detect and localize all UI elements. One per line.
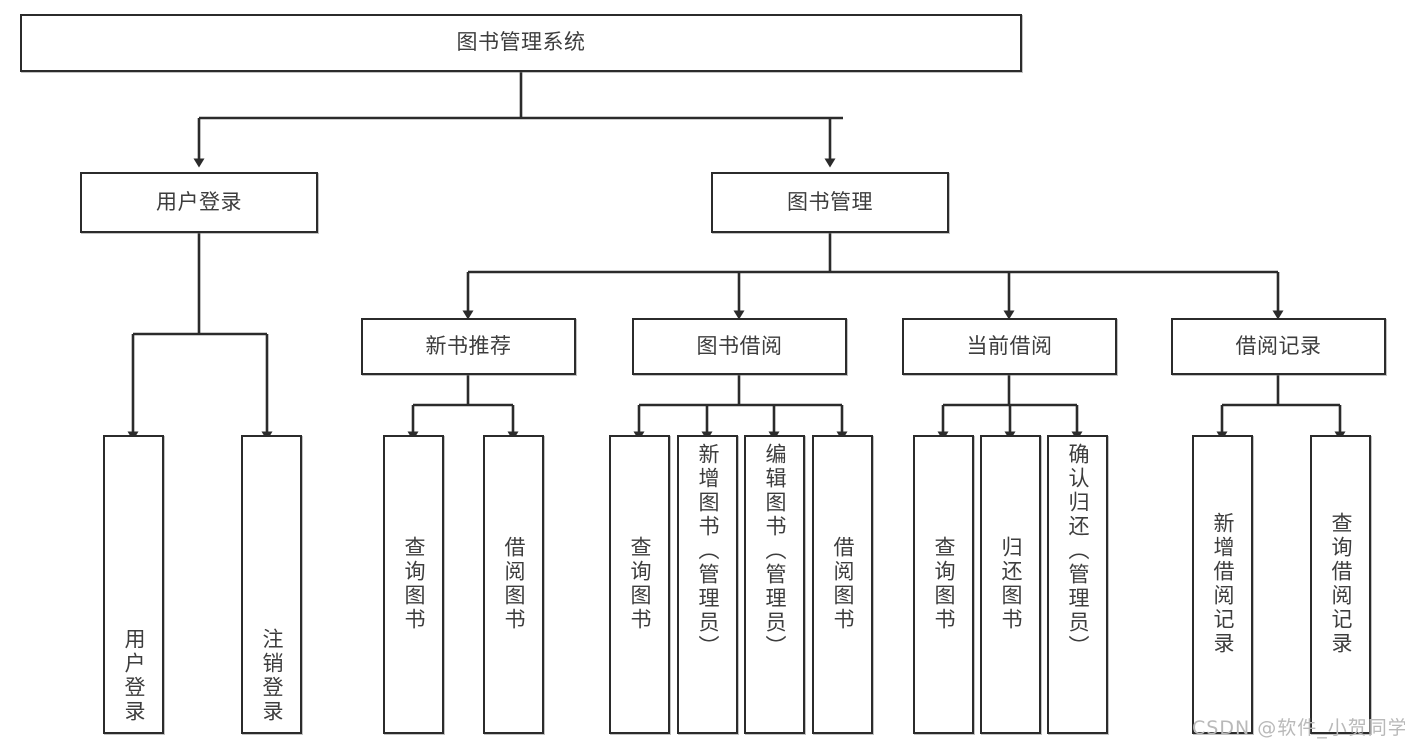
leaf-new-book-borrow-books[interactable]: 借阅图书 (483, 435, 544, 734)
leaf-borrow-record-add-record[interactable]: 新增借阅记录 (1192, 435, 1253, 734)
leaf-current-borrow-query-books[interactable]: 查询图书 (913, 435, 974, 734)
leaf-book-borrow-borrow-books[interactable]: 借阅图书 (812, 435, 873, 734)
node-user-login[interactable]: 用户登录 (80, 172, 318, 233)
node-current-borrow[interactable]: 当前借阅 (902, 318, 1117, 375)
leaf-user-login-login[interactable]: 用户登录 (103, 435, 164, 734)
leaf-new-book-query-books[interactable]: 查询图书 (383, 435, 444, 734)
node-book-borrow[interactable]: 图书借阅 (632, 318, 847, 375)
leaf-book-borrow-query-books[interactable]: 查询图书 (609, 435, 670, 734)
node-root-library-management-system[interactable]: 图书管理系统 (20, 14, 1022, 72)
leaf-current-borrow-confirm-return-admin[interactable]: 确认归还（管理员） (1047, 435, 1108, 734)
node-borrow-record[interactable]: 借阅记录 (1171, 318, 1386, 375)
leaf-borrow-record-query-record[interactable]: 查询借阅记录 (1310, 435, 1371, 734)
leaf-book-borrow-add-book-admin[interactable]: 新增图书（管理员） (677, 435, 738, 734)
leaf-current-borrow-return-books[interactable]: 归还图书 (980, 435, 1041, 734)
csdn-watermark: CSDN @软件_小贺同学 (1192, 717, 1405, 739)
node-new-book-recommend[interactable]: 新书推荐 (361, 318, 576, 375)
leaf-user-login-logout[interactable]: 注销登录 (241, 435, 302, 734)
leaf-book-borrow-edit-book-admin[interactable]: 编辑图书（管理员） (744, 435, 805, 734)
node-book-management[interactable]: 图书管理 (711, 172, 949, 233)
